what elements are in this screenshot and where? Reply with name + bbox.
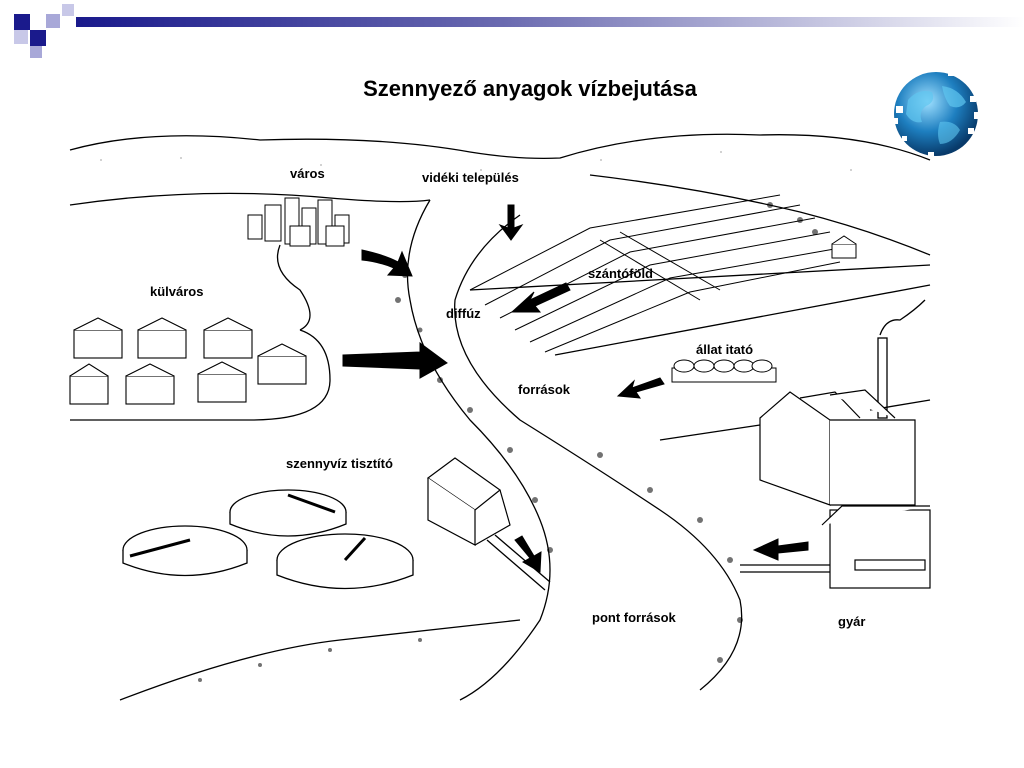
- label-diffuse: diffúz: [446, 306, 481, 321]
- city: [247, 197, 350, 247]
- arrow-factory: [752, 538, 809, 561]
- globe-icon: [892, 70, 981, 158]
- hill-texture: [100, 151, 852, 171]
- label-factory: gyár: [838, 614, 865, 629]
- factory: [759, 389, 931, 589]
- animal-trough: [671, 359, 777, 383]
- arrow-city: [361, 249, 413, 277]
- arrow-trough: [616, 377, 665, 399]
- label-sources: források: [518, 382, 571, 397]
- arrow-pump: [514, 535, 542, 573]
- decor-square: [46, 14, 60, 28]
- header-bar: [76, 17, 1024, 27]
- label-field: szántóföld: [588, 266, 653, 281]
- decor-square: [30, 30, 46, 46]
- decor-square: [30, 46, 42, 58]
- decor-square: [62, 4, 74, 16]
- pollution-arrows: [342, 204, 809, 573]
- label-animal-trough: állat itató: [696, 342, 753, 357]
- decor-square: [14, 30, 28, 44]
- diagram-labels: város vidéki település külváros szántófö…: [150, 166, 865, 629]
- pump-house: [426, 457, 511, 546]
- label-village: vidéki település: [422, 170, 519, 185]
- shrubs: [198, 202, 818, 682]
- farmhouse: [831, 235, 857, 259]
- field: [469, 194, 841, 353]
- slide-title: Szennyező anyagok vízbejutása: [363, 76, 697, 101]
- label-suburb: külváros: [150, 284, 203, 299]
- label-point-sources: pont források: [592, 610, 677, 625]
- label-sewage-plant: szennyvíz tisztító: [286, 456, 393, 471]
- arrow-suburb: [342, 342, 448, 379]
- decor-square: [14, 14, 30, 30]
- sewage-basins: [122, 489, 414, 590]
- suburb-houses: [69, 317, 307, 405]
- arrow-field: [510, 282, 571, 313]
- landscape-outline: [69, 133, 931, 701]
- label-city: város: [290, 166, 325, 181]
- arrow-village: [498, 204, 524, 241]
